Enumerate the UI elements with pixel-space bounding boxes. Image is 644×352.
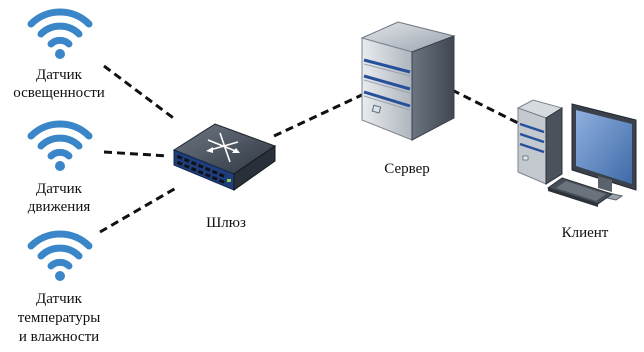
client-label: Клиент [561, 225, 609, 241]
sensor-label-climate-line1: Датчик [36, 291, 82, 307]
sensor-label-light-line1: Датчик [36, 67, 82, 83]
sensor-label-motion: Датчик движения [4, 180, 114, 216]
sensor-label-motion-line1: Датчик [36, 181, 82, 197]
wifi-icon [27, 230, 93, 281]
desktop-computer-icon [516, 99, 637, 207]
server-tower-icon [360, 21, 456, 141]
sensor-label-climate-line2: температуры [17, 310, 101, 326]
link-sensor3-gateway [99, 186, 177, 234]
link-sensor1-gateway [103, 64, 177, 122]
wifi-icon [27, 8, 93, 59]
link-sensor2-gateway [103, 150, 169, 158]
link-server-client [451, 88, 529, 130]
gateway-label: Шлюз [206, 215, 246, 231]
wifi-icon [27, 120, 93, 171]
sensor-label-light: Датчик освещенности [4, 66, 114, 102]
sensor-label-climate: Датчик температуры и влажности [4, 290, 114, 347]
network-switch-icon [172, 123, 277, 191]
sensor-label-motion-line2: движения [27, 199, 91, 215]
server-label: Сервер [384, 161, 430, 177]
links [99, 64, 529, 234]
link-gateway-server [273, 92, 365, 138]
sensor-label-light-line2: освещенности [13, 85, 105, 101]
sensor-label-climate-line3: и влажности [18, 329, 100, 345]
